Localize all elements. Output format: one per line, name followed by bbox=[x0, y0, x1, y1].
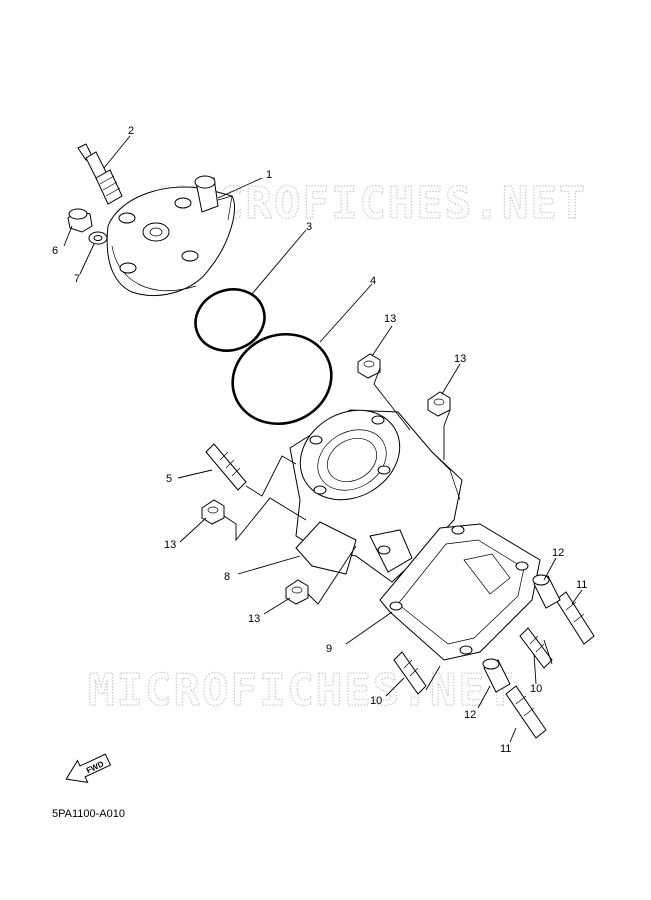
callout-13d: 13 bbox=[248, 613, 260, 625]
callout-5: 5 bbox=[166, 473, 172, 485]
stud-bolt-right-top bbox=[555, 591, 595, 645]
callout-11a: 11 bbox=[576, 579, 587, 591]
stud-bolt-left bbox=[205, 443, 247, 491]
fwd-arrow-icon: FWD bbox=[65, 753, 112, 783]
dowel-pin-upper bbox=[532, 574, 561, 609]
o-ring-large bbox=[231, 332, 333, 426]
callout-4: 4 bbox=[370, 275, 376, 287]
o-ring-small bbox=[194, 288, 266, 352]
assembly-lines bbox=[223, 367, 553, 691]
callout-7: 7 bbox=[74, 273, 80, 285]
cylinder-base-gasket bbox=[379, 523, 541, 661]
callout-3: 3 bbox=[306, 221, 312, 233]
spark-plug bbox=[77, 143, 123, 205]
stud-bolt-lower-left bbox=[393, 651, 427, 695]
diagram-code: 5PA1100-A010 bbox=[52, 808, 125, 820]
nut-3 bbox=[201, 499, 225, 525]
callout-12b: 12 bbox=[464, 709, 476, 721]
callout-6: 6 bbox=[52, 245, 58, 257]
callout-12a: 12 bbox=[552, 547, 564, 559]
callout-labels: 1 2 3 4 5 6 7 8 9 10 10 11 11 12 12 13 1… bbox=[52, 125, 587, 755]
callout-8: 8 bbox=[224, 571, 230, 583]
callout-13c: 13 bbox=[164, 539, 176, 551]
callout-11b: 11 bbox=[500, 743, 511, 755]
cap-nut bbox=[67, 208, 93, 233]
callout-13b: 13 bbox=[454, 353, 466, 365]
cylinder bbox=[289, 409, 463, 583]
cylinder-head bbox=[106, 175, 236, 296]
washer bbox=[88, 231, 108, 245]
callout-1: 1 bbox=[266, 169, 272, 181]
nut-2 bbox=[427, 391, 451, 417]
callout-10a: 10 bbox=[370, 695, 382, 707]
watermark-bottom: MICROFICHES.NET bbox=[88, 665, 515, 716]
stud-bolt-lower-right bbox=[519, 627, 553, 669]
callout-13a: 13 bbox=[384, 313, 396, 325]
callout-2: 2 bbox=[128, 125, 134, 137]
dowel-pin-lower bbox=[482, 658, 511, 693]
nut-4 bbox=[285, 579, 309, 605]
leader-lines bbox=[63, 135, 583, 743]
callout-10b: 10 bbox=[530, 683, 542, 695]
fwd-label: FWD bbox=[85, 759, 106, 775]
stud-bolt-right-bottom bbox=[505, 685, 547, 739]
callout-9: 9 bbox=[326, 643, 332, 655]
nut-1 bbox=[357, 353, 381, 379]
